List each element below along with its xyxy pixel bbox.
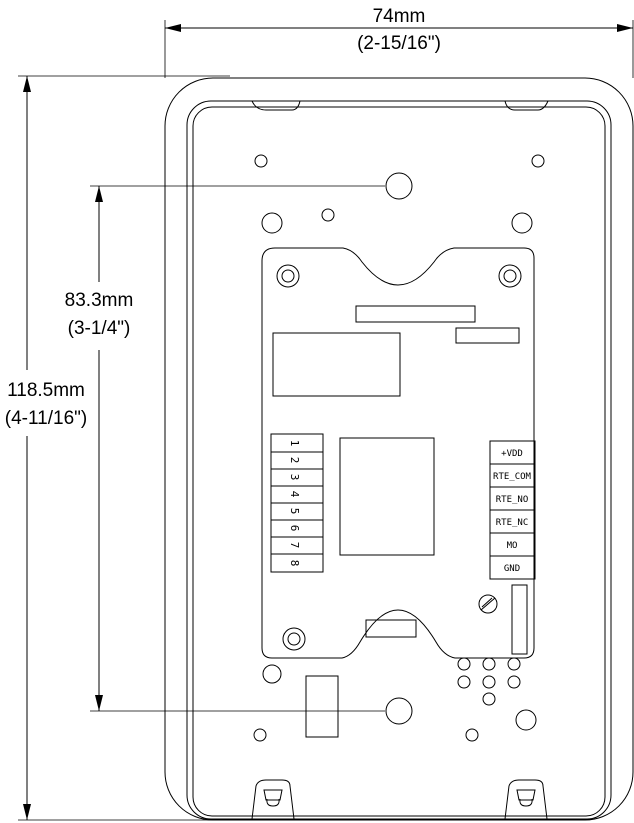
circuit-board [261,247,535,659]
bottom-clip-right [504,779,548,820]
pin-label: 1 [288,440,301,447]
hole-spacing-dimension: 83.3mm (3-1/4") [65,185,385,712]
terminal-label: RTE_COM [493,472,532,482]
height-dimension: 118.5mm (4-11/16") [5,75,230,821]
height-metric-label: 118.5mm [7,380,85,401]
width-metric-label: 74mm [373,6,426,27]
pin-label: 2 [288,457,301,464]
spacing-metric-label: 83.3mm [65,290,134,311]
width-imperial-label: (2-15/16") [357,33,441,54]
terminal-label: MO [507,541,518,551]
housing-outline [164,77,634,821]
lower-features [305,657,521,738]
pin-label: 7 [288,542,301,549]
bottom-clip-left [251,779,295,820]
pin-label: 3 [288,474,301,481]
pin-label: 6 [288,525,301,532]
terminal-label: RTE_NC [496,518,529,528]
top-mounting-hole [385,172,413,200]
terminal-block: +VDD RTE_COM RTE_NO RTE_NC MO GND [489,440,536,580]
terminal-label: GND [504,564,520,574]
pin-label: 4 [288,491,301,498]
width-dimension: 74mm (2-15/16") [164,6,634,78]
adjustment-screw-icon [478,594,498,614]
terminal-label: RTE_NO [496,495,529,505]
pin-label: 5 [288,508,301,515]
spacing-imperial-label: (3-1/4") [68,318,131,339]
height-imperial-label: (4-11/16") [5,408,87,429]
bottom-mounting-hole [385,697,413,725]
terminal-label: +VDD [501,449,523,459]
pin-label: 8 [288,560,301,567]
pin-connector: 1 2 3 4 5 6 7 8 [270,433,324,573]
mounting-holes [253,154,545,742]
